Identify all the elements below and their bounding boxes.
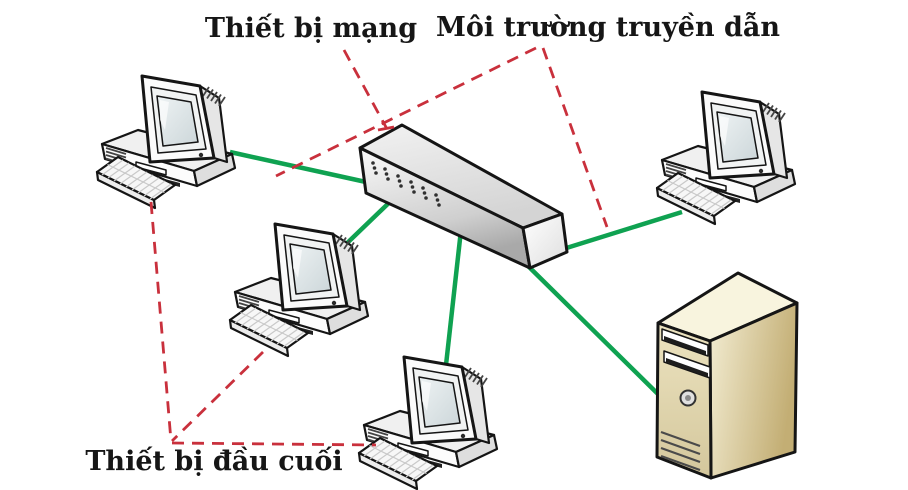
switch-port-leds (371, 161, 441, 207)
network-cables (229, 149, 683, 400)
pointer-terminal-to-keyboard2 (171, 350, 264, 443)
server-drive-bays (661, 328, 711, 379)
label-terminal-device: Thiết bị đầu cuối (85, 446, 343, 477)
cable-switch-server (524, 262, 664, 400)
network-switch (358, 123, 569, 270)
workstation-1 (95, 74, 237, 210)
label-network-device: Thiết bị mạng (204, 13, 418, 44)
workstation-3 (357, 355, 499, 490)
cable-workstation1-switch (229, 149, 367, 185)
pointer-medium-to-cable5 (541, 47, 609, 228)
cable-switch-workstation4 (559, 209, 683, 253)
label-transmission-medium: Môi trường truyền dẫn (435, 12, 781, 43)
pointer-network-device-to-switch (342, 49, 389, 130)
cable-switch-workstation3 (443, 229, 464, 366)
workstation-2 (228, 222, 370, 358)
server-vents (660, 430, 701, 472)
pointer-terminal-to-keyboard1 (149, 201, 173, 442)
annotation-pointers (149, 46, 609, 447)
server-tower (655, 271, 799, 480)
pointer-medium-to-cable1 (275, 46, 537, 178)
server-power-button-center (685, 395, 691, 401)
pointer-terminal-to-keyboard3 (171, 441, 377, 447)
switch-end-face (521, 212, 569, 270)
pointer-network-device-tick (377, 125, 395, 132)
cable-switch-workstation2 (340, 196, 396, 250)
workstation-4 (655, 90, 797, 226)
